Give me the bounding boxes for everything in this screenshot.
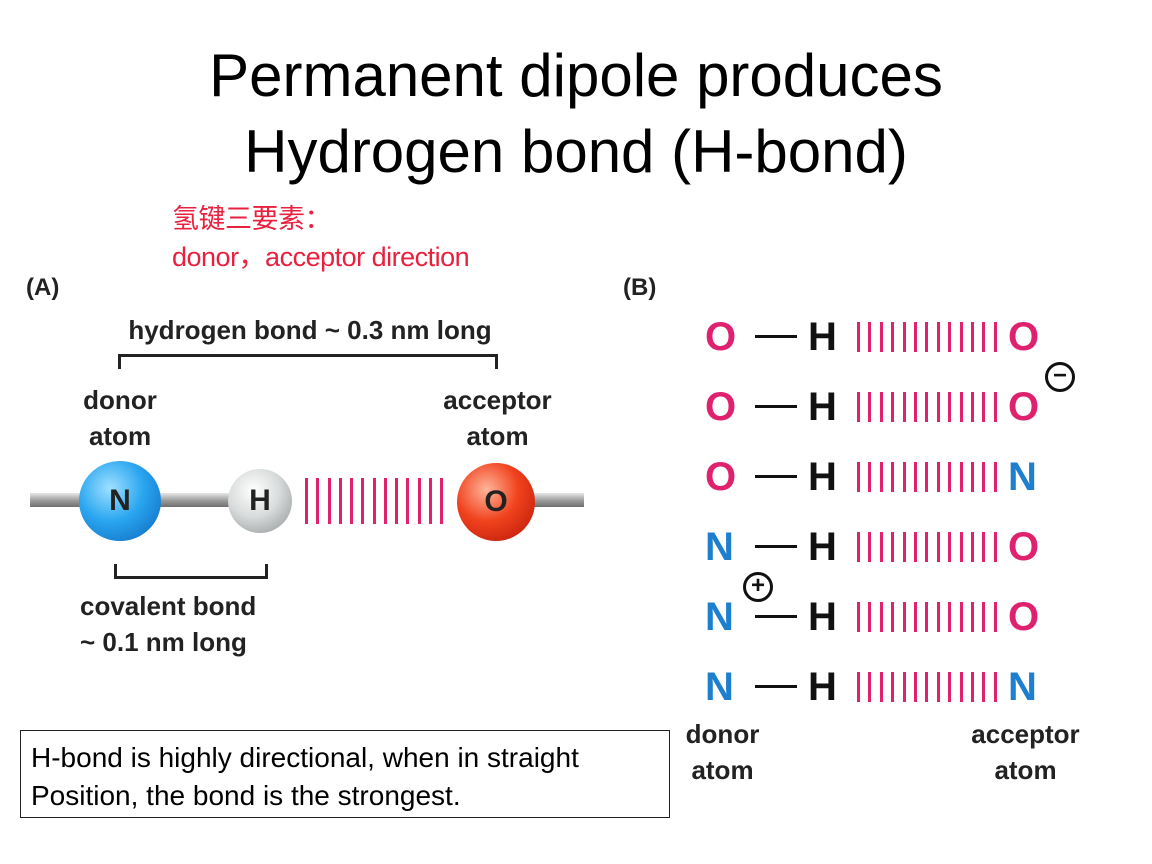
covalent-bond-dash [755, 545, 797, 548]
covalent-label-line-1: covalent bond [80, 591, 257, 621]
covalent-bond-dash [755, 475, 797, 478]
hydrogen-bond-lines [857, 672, 997, 702]
hydrogen-bond-lines [305, 478, 443, 524]
covalent-bond-label: covalent bond ~ 0.1 nm long [80, 588, 295, 660]
covalent-bond-dash [755, 615, 797, 618]
donor-atom-symbol: N [705, 595, 734, 639]
covalent-label-line-2: ~ 0.1 nm long [80, 627, 247, 657]
acceptor-atom-symbol: N [1008, 665, 1037, 709]
donor-atom-symbol: O [705, 315, 737, 359]
panel-b-acceptor-line-1: acceptor [971, 719, 1080, 749]
hydrogen-bond-lines [857, 532, 997, 562]
note-cn-line-1: 氢键三要素： [172, 204, 332, 234]
hydrogen-bond-lines [857, 392, 997, 422]
hydrogen-bond-lines [857, 322, 997, 352]
hydrogen-bond-lines [857, 462, 997, 492]
note-box-line-1: H-bond is highly directional, when in st… [31, 742, 579, 773]
acceptor-atom-symbol: O [1008, 385, 1040, 429]
hydrogen-atom: H [228, 469, 292, 533]
hydrogen-symbol: H [808, 525, 837, 569]
negative-charge-icon: − [1045, 362, 1075, 392]
donor-atom-symbol: O [705, 385, 737, 429]
title-line-2: Hydrogen bond (H-bond) [244, 118, 908, 185]
hydrogen-atom-symbol: H [249, 484, 271, 517]
panel-b-acceptor-label: acceptor atom [958, 716, 1093, 788]
covalent-bond-dash [755, 335, 797, 338]
acceptor-atom-label: acceptor atom [443, 385, 552, 451]
right-bond-rod [520, 493, 584, 507]
hbond-length-label: hydrogen bond ~ 0.3 nm long [128, 315, 492, 345]
panel-b-donor-label: donor atom [670, 716, 775, 788]
hydrogen-bond-lines [857, 602, 997, 632]
hbond-length-bracket [118, 354, 498, 369]
panel-b-donor-line-1: donor [685, 719, 760, 749]
covalent-bond-dash [755, 685, 797, 688]
note-box-line-2: Position, the bond is the strongest. [31, 780, 461, 811]
oxygen-atom: O [457, 463, 535, 541]
nitrogen-atom-symbol: N [109, 484, 131, 517]
acceptor-atom-symbol: O [1008, 595, 1040, 639]
oxygen-atom-symbol: O [484, 485, 508, 518]
nitrogen-atom: N [79, 461, 161, 541]
covalent-bond-dash [755, 405, 797, 408]
directionality-note-box: H-bond is highly directional, when in st… [20, 730, 670, 818]
donor-atom-symbol: N [705, 665, 734, 709]
slide-title: Permanent dipole produces Hydrogen bond … [0, 38, 1152, 190]
acceptor-atom-symbol: O [1008, 315, 1040, 359]
covalent-bond-rod [150, 493, 245, 507]
hydrogen-symbol: H [808, 455, 837, 499]
hydrogen-symbol: H [808, 595, 837, 639]
panel-b-acceptor-line-2: atom [994, 755, 1057, 785]
hydrogen-symbol: H [808, 665, 837, 709]
acceptor-atom-symbol: N [1008, 455, 1037, 499]
covalent-length-bracket [114, 564, 268, 579]
hydrogen-symbol: H [808, 385, 837, 429]
panel-b-label: (B) [623, 274, 657, 301]
hydrogen-symbol: H [808, 315, 837, 359]
note-cn-line-2: donor，acceptor direction [172, 242, 470, 272]
title-line-1: Permanent dipole produces [209, 42, 943, 109]
donor-atom-label: donor atom [83, 385, 157, 451]
acceptor-atom-symbol: O [1008, 525, 1040, 569]
donor-atom-symbol: N [705, 525, 734, 569]
panel-b-donor-line-2: atom [691, 755, 754, 785]
positive-charge-icon: + [743, 572, 773, 602]
donor-atom-symbol: O [705, 455, 737, 499]
panel-a-label: (A) [26, 274, 60, 301]
hbond-elements-note: 氢键三要素： donor，acceptor direction [172, 200, 470, 276]
